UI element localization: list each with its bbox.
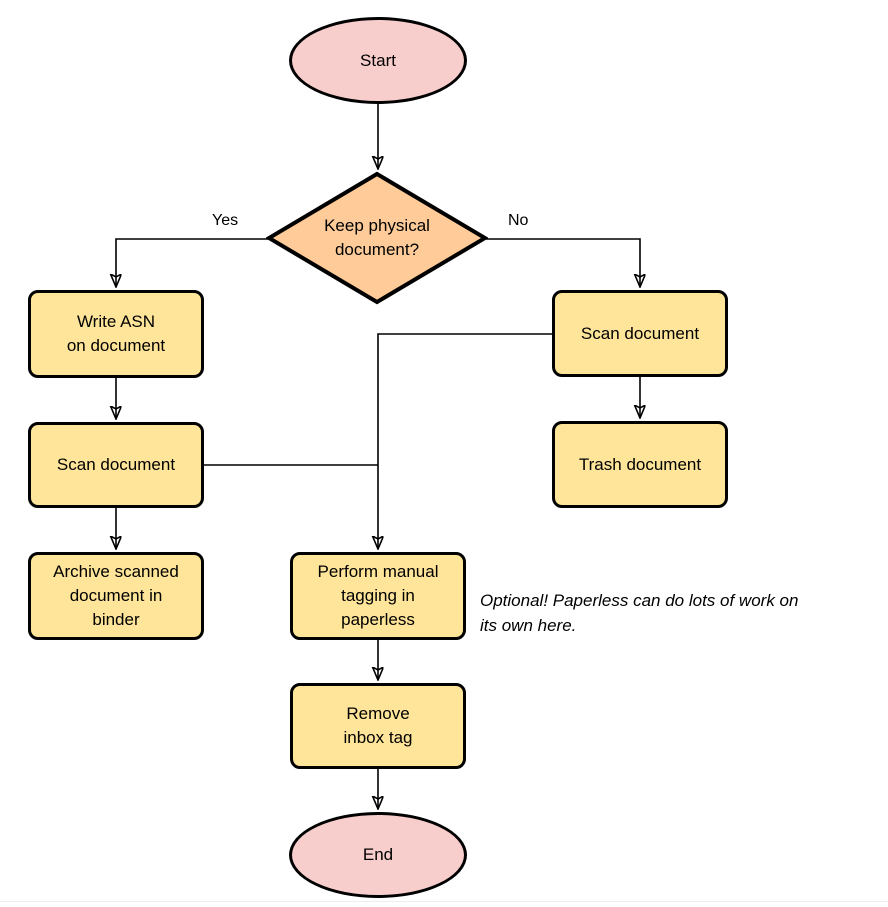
node-decision-label: Keep physical document?	[324, 216, 430, 259]
node-write-asn-label: Write ASN on document	[66, 312, 166, 355]
edge-label-yes: Yes	[212, 212, 239, 229]
node-scan-document-left-label: Scan document	[56, 455, 176, 474]
node-scan-document-left: Scan document	[28, 422, 204, 508]
optional-note: Optional! Paperless can do lots of work …	[480, 591, 799, 635]
node-write-asn: Write ASN on document	[28, 290, 204, 378]
edge-label-no: No	[508, 212, 529, 229]
edge-scanright-to-tagging	[378, 333, 552, 548]
edge-decision-no	[484, 238, 640, 286]
diamond-shape-icon	[266, 171, 488, 305]
node-start-label: Start	[360, 50, 396, 70]
node-manual-tagging: Perform manual tagging in paperless	[290, 552, 466, 640]
node-scan-document-right-label: Scan document	[580, 323, 700, 343]
node-remove-inbox-tag: Remove inbox tag	[290, 683, 466, 769]
node-trash-document-label: Trash document	[578, 454, 702, 474]
bottom-divider	[0, 901, 888, 902]
edge-decision-yes	[116, 238, 270, 286]
node-archive-binder-label: Archive scanned document in binder	[53, 562, 179, 629]
node-manual-tagging-label: Perform manual tagging in paperless	[317, 562, 439, 629]
node-trash-document: Trash document	[552, 421, 728, 508]
node-start: Start	[289, 17, 467, 104]
node-scan-document-right: Scan document	[552, 290, 728, 377]
node-decision: Keep physical document?	[266, 171, 488, 305]
node-archive-binder: Archive scanned document in binder	[28, 552, 204, 640]
node-remove-inbox-tag-label: Remove inbox tag	[343, 704, 413, 747]
node-end-label: End	[362, 845, 394, 864]
node-end: End	[289, 812, 467, 898]
